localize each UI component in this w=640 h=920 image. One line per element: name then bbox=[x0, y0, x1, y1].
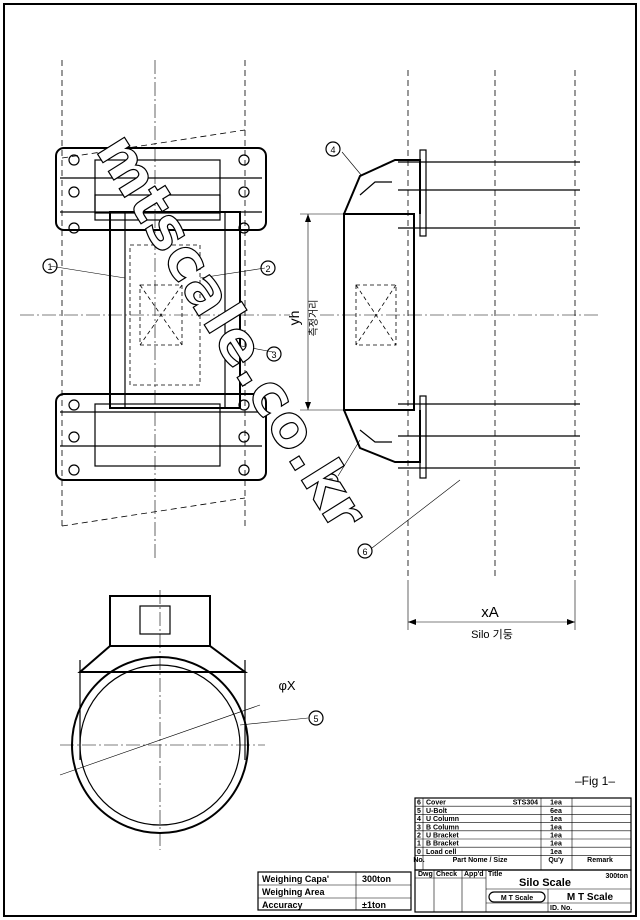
parts-qty: 1ea bbox=[550, 833, 562, 840]
spec-block: Weighing Capa' 300ton Weighing Area Accu… bbox=[257, 871, 412, 911]
balloon-5b: 5 bbox=[313, 714, 318, 724]
tb-title-label: Title bbox=[488, 871, 502, 878]
parts-qty: 1ea bbox=[550, 841, 562, 848]
parts-qty: 1ea bbox=[550, 849, 562, 856]
parts-name: U-Bolt bbox=[426, 808, 448, 815]
spec-label-accuracy: Accuracy bbox=[262, 900, 303, 910]
parts-no: 1 bbox=[417, 841, 421, 848]
parts-header-qty: Qu'y bbox=[548, 857, 563, 864]
parts-no: 0 bbox=[417, 849, 421, 856]
front-view bbox=[20, 60, 290, 560]
figure-label: –Fig 1– bbox=[575, 774, 615, 788]
balloon-6: 3 bbox=[271, 350, 276, 360]
balloon-3: 2 bbox=[265, 264, 270, 274]
dim-phi: φX bbox=[278, 678, 295, 693]
parts-header-name: Part Nome / Size bbox=[453, 857, 508, 864]
title-block: Dwg Check App'd Title Silo Scale 300ton … bbox=[414, 869, 632, 913]
tb-check: Check bbox=[436, 871, 457, 878]
parts-name: U Bracket bbox=[426, 833, 459, 840]
balloons: 1 2 3 4 5 6 5 bbox=[42, 141, 461, 726]
tb-appd: App'd bbox=[464, 871, 484, 878]
parts-qty: 1ea bbox=[550, 824, 562, 831]
dim-xa: xA bbox=[481, 604, 499, 621]
parts-no: 6 bbox=[417, 800, 421, 807]
parts-no: 5 bbox=[417, 808, 421, 815]
dim-silo: Silo 기둥 bbox=[471, 628, 513, 641]
company-logo bbox=[488, 891, 546, 903]
dim-yh: yh bbox=[286, 311, 302, 326]
tb-title: Silo Scale bbox=[519, 877, 571, 889]
tb-capacity: 300ton bbox=[605, 873, 628, 880]
balloon-4: 1 bbox=[47, 262, 52, 272]
parts-no: 4 bbox=[417, 816, 421, 823]
parts-no: 2 bbox=[417, 833, 421, 840]
spec-value-capa: 300ton bbox=[362, 874, 391, 884]
balloon-5: 6 bbox=[362, 547, 367, 557]
dim-yh-kr: 측정거리 bbox=[308, 300, 320, 337]
parts-name: B Bracket bbox=[426, 841, 459, 848]
sheet-border bbox=[3, 3, 637, 917]
tb-company: M T Scale bbox=[567, 892, 614, 903]
parts-size: STS304 bbox=[513, 800, 538, 807]
parts-no: 3 bbox=[417, 824, 421, 831]
tb-dwg: Dwg bbox=[418, 871, 433, 878]
parts-name: Cover bbox=[426, 800, 446, 807]
balloon-2: 4 bbox=[330, 145, 335, 155]
parts-qty: 1ea bbox=[550, 816, 562, 823]
parts-qty: 6ea bbox=[550, 808, 562, 815]
tb-id: ID. No. bbox=[550, 905, 572, 912]
parts-name: Load cell bbox=[426, 849, 456, 856]
parts-list: 6 Cover STS304 1ea 5 U-Bolt 6ea 4 U Column 1ea 3 B … bbox=[413, 797, 632, 871]
spec-label-area: Weighing Area bbox=[262, 887, 326, 897]
parts-qty: 1ea bbox=[550, 800, 562, 807]
section-view bbox=[59, 590, 265, 850]
side-view bbox=[300, 70, 600, 630]
balloon-1: 5 bbox=[328, 477, 333, 487]
parts-header-remark: Remark bbox=[587, 857, 613, 864]
parts-name: U Column bbox=[426, 816, 459, 823]
tb-logo: M T Scale bbox=[501, 895, 533, 902]
spec-value-accuracy: ±1ton bbox=[362, 900, 386, 910]
parts-header-no: No. bbox=[413, 857, 424, 864]
spec-label-capa: Weighing Capa' bbox=[262, 874, 329, 884]
parts-name: B Column bbox=[426, 824, 459, 831]
